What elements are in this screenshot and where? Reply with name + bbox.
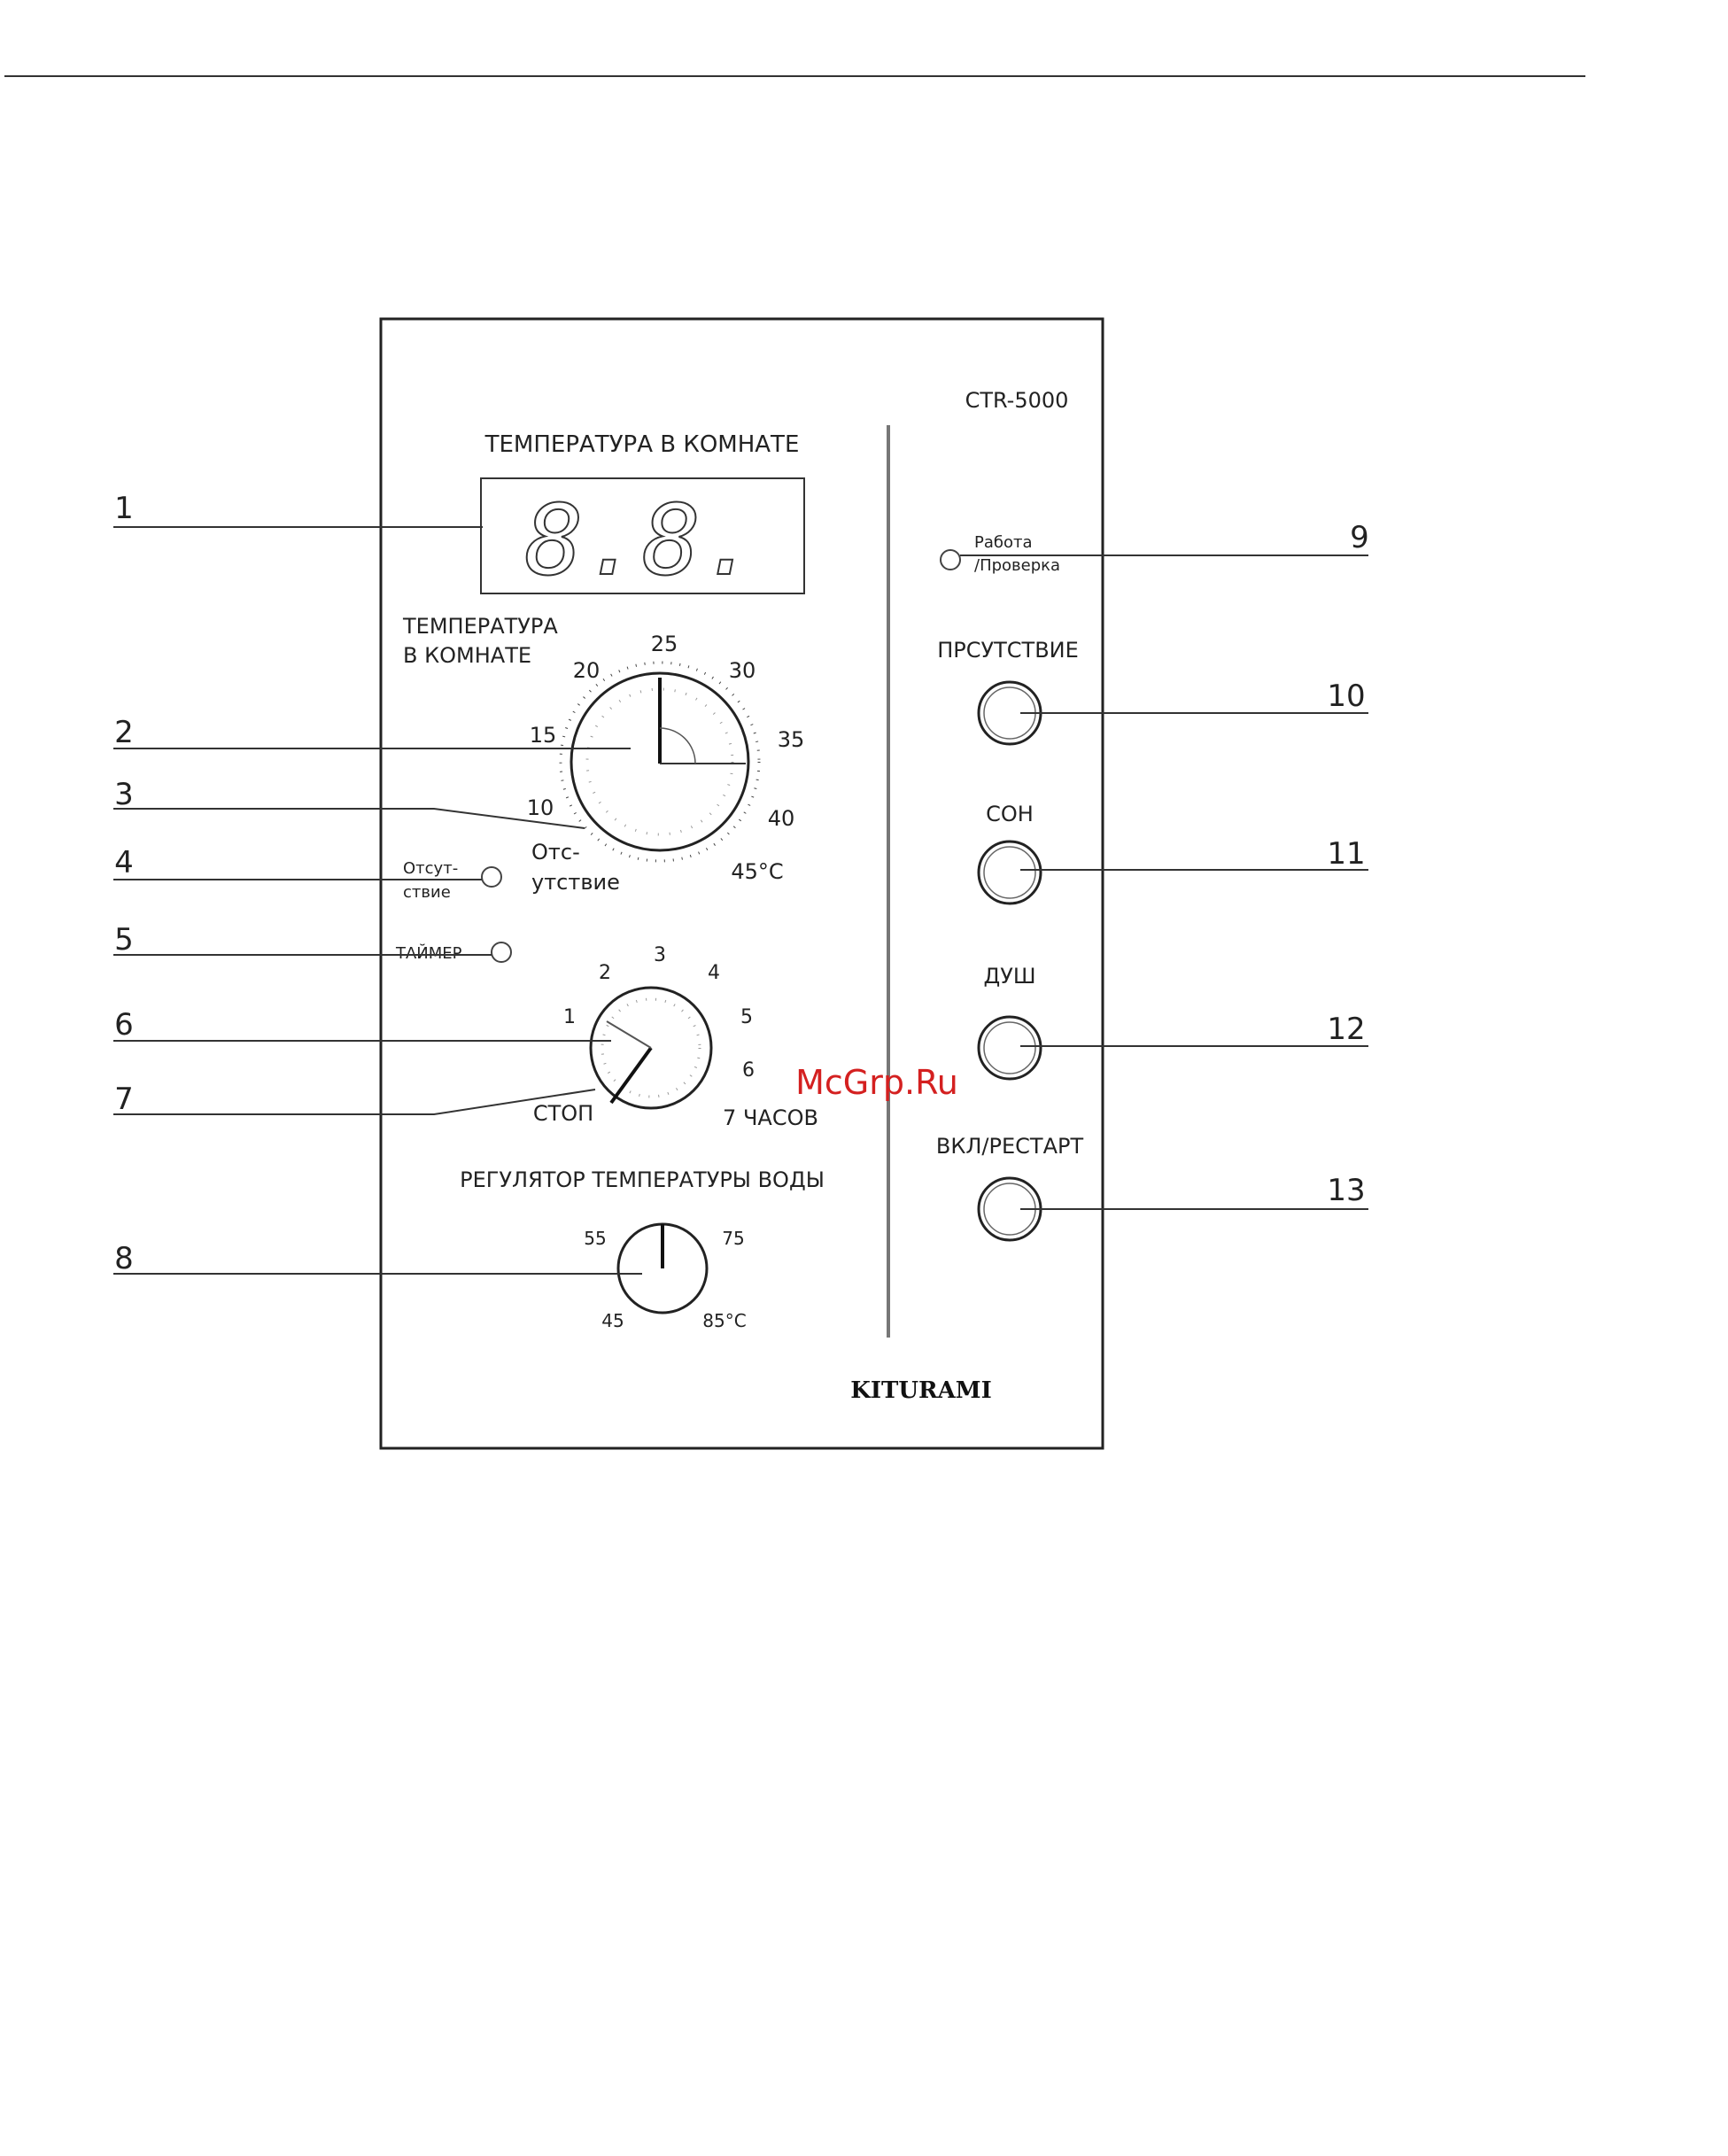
callout-3: 3 — [114, 777, 134, 812]
display-digits: 8.8. — [525, 484, 760, 597]
callout-9: 9 — [1350, 520, 1369, 555]
power-restart-button-label: ВКЛ/РЕСТАРТ — [936, 1134, 1084, 1159]
water-scale-45: 45 — [601, 1310, 624, 1331]
callout-11: 11 — [1327, 836, 1365, 872]
work-check-label-1: Работа — [974, 533, 1033, 552]
room-dial-title-2: В КОМНАТЕ — [403, 643, 531, 668]
water-scale-75: 75 — [722, 1228, 744, 1249]
water-regulator-title: РЕГУЛЯТОР ТЕМПЕРАТУРЫ ВОДЫ — [460, 1167, 825, 1192]
brand-logo: KITURAMI — [850, 1377, 992, 1404]
absence-led-label-1: Отсут- — [403, 859, 458, 878]
model-label: CTR-5000 — [965, 388, 1069, 413]
callout-7: 7 — [114, 1082, 134, 1117]
timer-hours-label: 7 ЧАСОВ — [723, 1105, 818, 1130]
room-scale-10: 10 — [527, 795, 554, 820]
callout-8: 8 — [114, 1241, 134, 1276]
room-scale-30: 30 — [729, 658, 756, 683]
water-scale-85: 85°C — [702, 1310, 746, 1331]
room-absence-2: утствие — [531, 870, 620, 895]
watermark: McGrp.Ru — [795, 1063, 958, 1102]
room-scale-35: 35 — [778, 727, 805, 752]
timer-scale-6: 6 — [742, 1059, 755, 1082]
timer-led-label: ТАЙМЕР — [395, 943, 462, 963]
room-scale-max: 45°C — [731, 859, 783, 884]
room-dial-title-1: ТЕМПЕРАТУРА — [402, 614, 558, 639]
water-scale-55: 55 — [584, 1228, 606, 1249]
callout-4: 4 — [114, 845, 134, 880]
work-check-led — [941, 550, 960, 570]
timer-scale-2: 2 — [599, 962, 611, 984]
timer-scale-3: 3 — [654, 944, 666, 966]
timer-scale-4: 4 — [708, 962, 720, 984]
callout-2: 2 — [114, 715, 134, 750]
callout-6: 6 — [114, 1007, 134, 1043]
timer-led — [492, 942, 511, 962]
absence-led-label-2: ствие — [403, 883, 451, 902]
timer-scale-1: 1 — [563, 1006, 576, 1028]
presence-button-label: ПРСУТСТВИЕ — [937, 638, 1079, 663]
callout-12: 12 — [1327, 1012, 1365, 1047]
absence-led — [482, 867, 501, 887]
sleep-button[interactable] — [979, 841, 1041, 904]
callout-1: 1 — [114, 491, 134, 526]
callout-10: 10 — [1327, 679, 1365, 714]
callout-5: 5 — [114, 922, 134, 958]
room-scale-40: 40 — [768, 806, 795, 831]
callout-13: 13 — [1327, 1173, 1365, 1208]
room-scale-25: 25 — [651, 632, 678, 656]
room-absence-1: Отс- — [531, 840, 580, 865]
work-check-label-2: /Проверка — [974, 556, 1060, 575]
display-title: ТЕМПЕРАТУРА В КОМНАТЕ — [484, 431, 800, 458]
shower-button[interactable] — [979, 1017, 1041, 1079]
timer-stop-label: СТОП — [533, 1101, 593, 1126]
sleep-button-label: СОН — [986, 802, 1034, 826]
room-scale-15: 15 — [530, 723, 557, 748]
shower-button-label: ДУШ — [983, 964, 1035, 989]
timer-scale-5: 5 — [740, 1006, 753, 1028]
room-scale-20: 20 — [573, 658, 601, 683]
